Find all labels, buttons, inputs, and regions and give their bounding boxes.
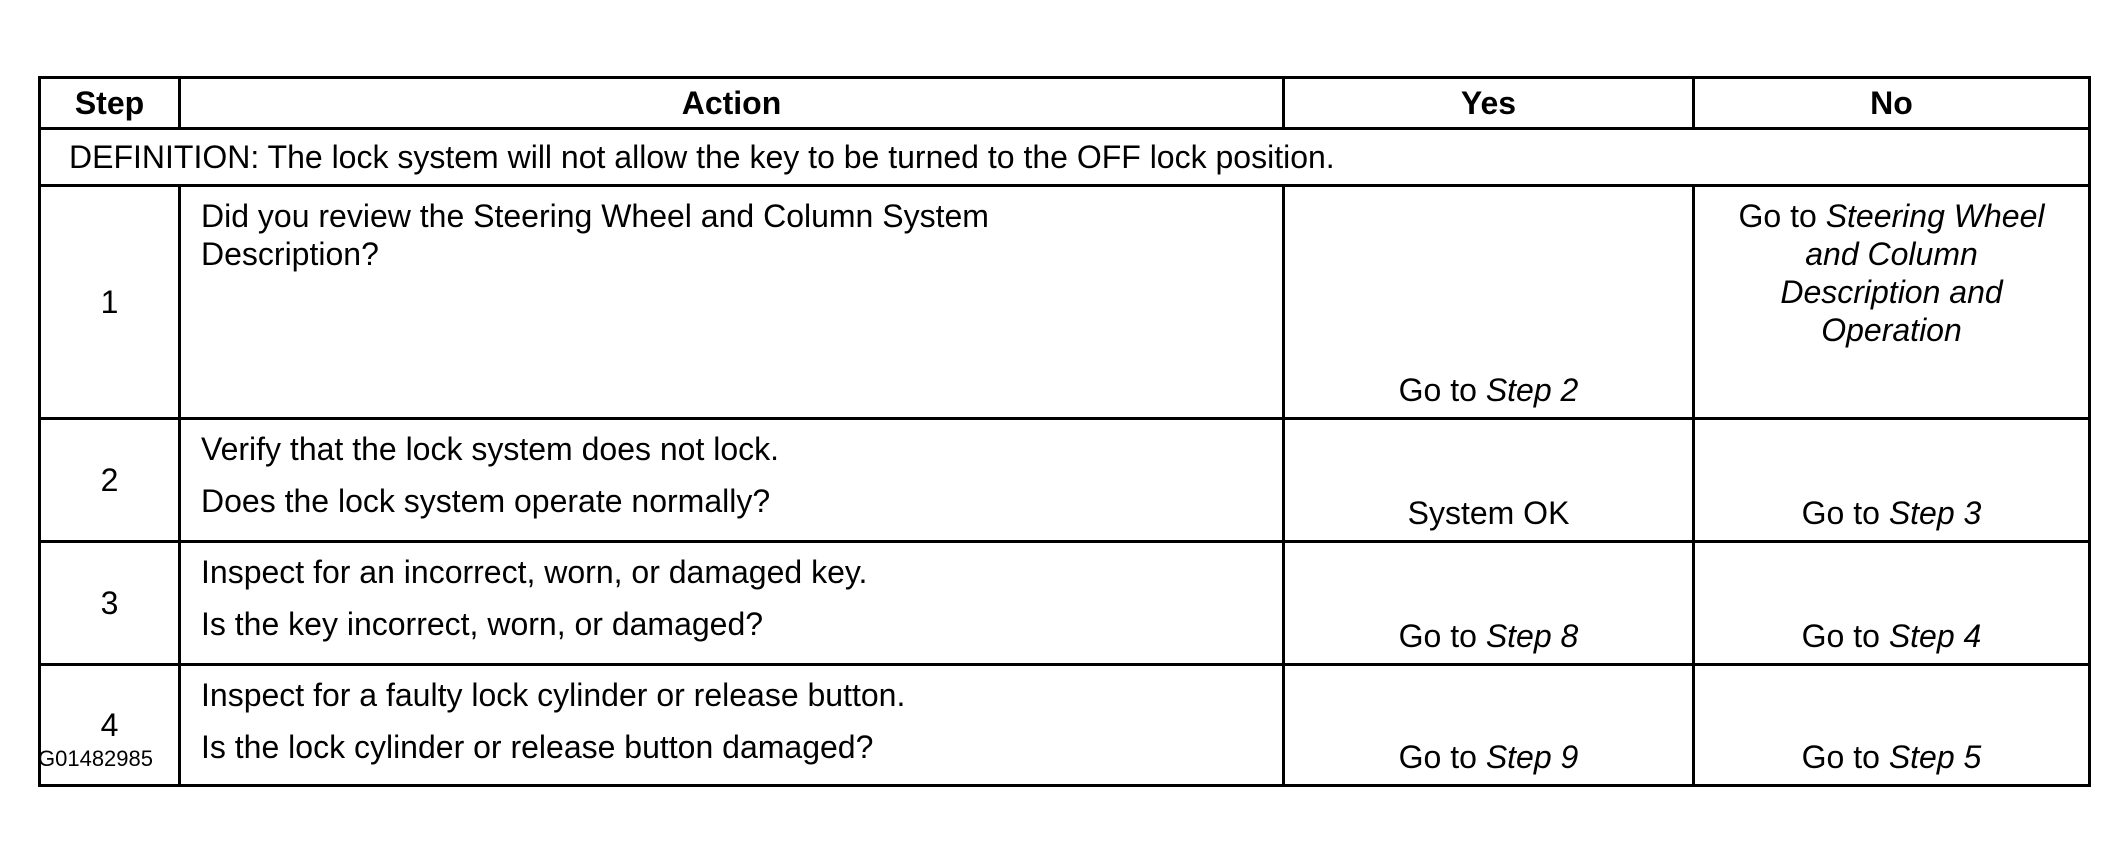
no-prefix: Go to <box>1801 495 1889 531</box>
header-yes: Yes <box>1282 76 1695 130</box>
no-reference-link[interactable]: and Column <box>1805 236 1978 272</box>
yes-cell: Go to Step 9 <box>1282 663 1695 787</box>
table-row: 4 Inspect for a faulty lock cylinder or … <box>38 663 2091 787</box>
step-number: 3 <box>38 540 181 666</box>
action-text: Did you review the Steering Wheel and Co… <box>201 198 989 234</box>
action-cell: Inspect for an incorrect, worn, or damag… <box>178 540 1285 666</box>
table-row: 1 Did you review the Steering Wheel and … <box>38 184 2091 420</box>
action-question: Does the lock system operate normally? <box>201 483 771 519</box>
yes-cell: Go to Step 2 <box>1282 184 1695 420</box>
action-text: Inspect for a faulty lock cylinder or re… <box>201 677 906 713</box>
action-text: Verify that the lock system does not loc… <box>201 431 780 467</box>
no-reference-link[interactable]: Description and <box>1780 274 2003 310</box>
action-text: Description? <box>201 236 379 272</box>
no-cell: Go to Step 4 <box>1692 540 2091 666</box>
no-step-link[interactable]: Step 4 <box>1888 618 1982 654</box>
diagnostic-table-container: Step Action Yes No DEFINITION: The lock … <box>38 76 2091 787</box>
yes-step-link[interactable]: Step 2 <box>1485 372 1579 408</box>
no-cell: Go to Steering Wheel and Column Descript… <box>1692 184 2091 420</box>
step-number: 2 <box>38 417 181 543</box>
yes-prefix: Go to <box>1398 618 1486 654</box>
yes-cell: System OK <box>1282 417 1695 543</box>
step-number: 4 <box>38 663 181 787</box>
yes-step-link[interactable]: Step 8 <box>1485 618 1579 654</box>
definition-text: DEFINITION: The lock system will not all… <box>38 127 2091 187</box>
no-reference-link[interactable]: Operation <box>1821 312 1962 348</box>
no-prefix: Go to <box>1801 739 1889 775</box>
action-text: Inspect for an incorrect, worn, or damag… <box>201 554 868 590</box>
no-step-link[interactable]: Step 5 <box>1888 739 1982 775</box>
yes-prefix: Go to <box>1398 739 1486 775</box>
yes-step-link[interactable]: Step 9 <box>1485 739 1579 775</box>
action-question: Is the key incorrect, worn, or damaged? <box>201 606 764 642</box>
yes-result: System OK <box>1407 495 1570 531</box>
no-reference-link[interactable]: Steering Wheel <box>1825 198 2045 234</box>
no-cell: Go to Step 3 <box>1692 417 2091 543</box>
table-row: 2 Verify that the lock system does not l… <box>38 417 2091 543</box>
no-prefix: Go to <box>1801 618 1889 654</box>
header-action: Action <box>178 76 1285 130</box>
no-cell: Go to Step 5 <box>1692 663 2091 787</box>
action-cell: Verify that the lock system does not loc… <box>178 417 1285 543</box>
yes-cell: Go to Step 8 <box>1282 540 1695 666</box>
definition-row: DEFINITION: The lock system will not all… <box>38 127 2091 187</box>
yes-prefix: Go to <box>1398 372 1486 408</box>
header-no: No <box>1692 76 2091 130</box>
table-row: 3 Inspect for an incorrect, worn, or dam… <box>38 540 2091 666</box>
no-step-link[interactable]: Step 3 <box>1888 495 1982 531</box>
action-cell: Inspect for a faulty lock cylinder or re… <box>178 663 1285 787</box>
action-question: Is the lock cylinder or release button d… <box>201 729 874 765</box>
diagnostic-table: Step Action Yes No DEFINITION: The lock … <box>38 76 2091 787</box>
step-number: 1 <box>38 184 181 420</box>
table-header-row: Step Action Yes No <box>38 76 2091 130</box>
no-prefix: Go to <box>1738 198 1826 234</box>
figure-id: G01482985 <box>38 746 153 771</box>
action-cell: Did you review the Steering Wheel and Co… <box>178 184 1285 420</box>
header-step: Step <box>38 76 181 130</box>
